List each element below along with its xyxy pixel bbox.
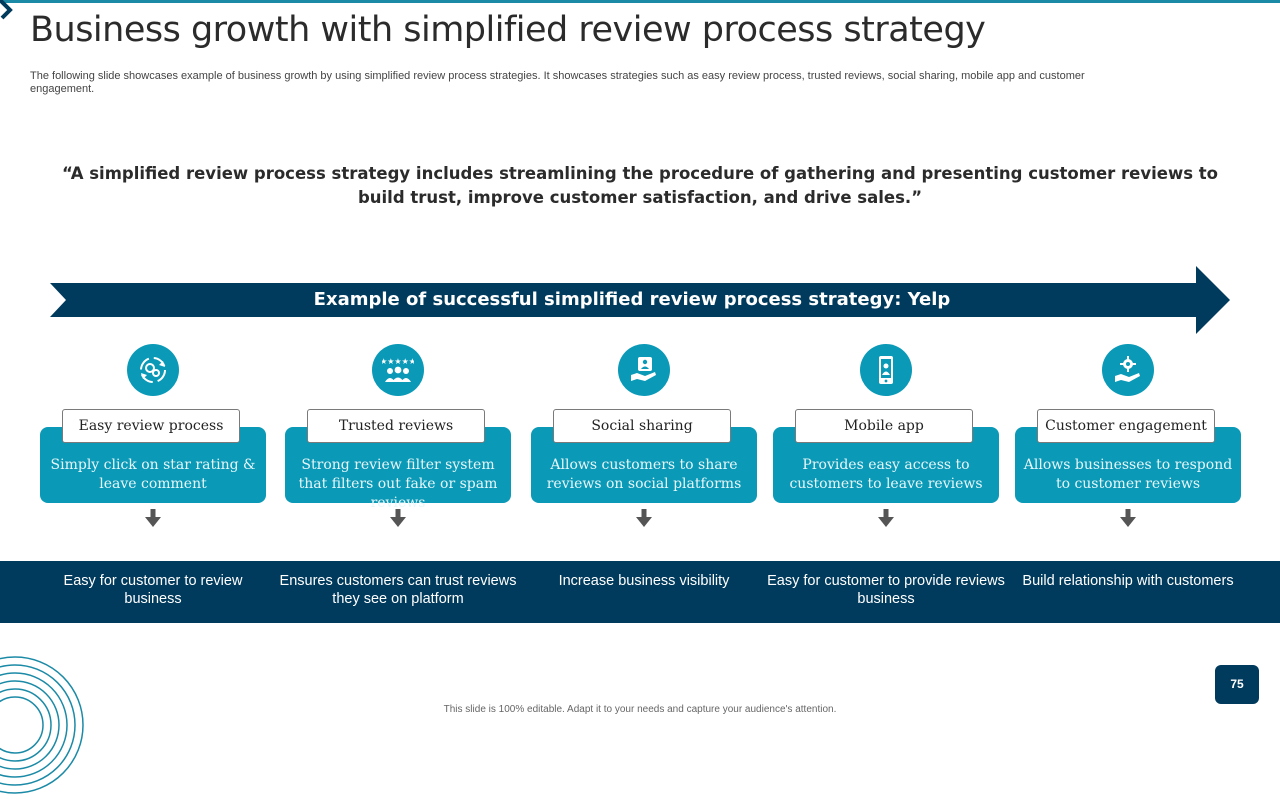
svg-text:★★★★★: ★★★★★ <box>382 357 414 366</box>
strategy-column: Provides easy access to customers to lea… <box>773 344 999 529</box>
page-number: 75 <box>1215 665 1259 704</box>
footer-note: This slide is 100% editable. Adapt it to… <box>443 704 837 715</box>
strategy-label: Trusted reviews <box>307 409 485 443</box>
results-band <box>0 561 1280 623</box>
stars-people-icon: ★★★★★ <box>382 357 414 382</box>
strategy-label: Easy review process <box>62 409 240 443</box>
strategy-icon: ★★★★★ <box>372 344 424 396</box>
strategy-description: Simply click on star rating & leave comm… <box>50 457 256 492</box>
strategy-icon <box>618 344 670 396</box>
down-arrow-icon <box>1120 509 1136 527</box>
banner-arrow <box>50 266 1230 334</box>
strategy-label: Social sharing <box>553 409 731 443</box>
definition-quote: “A simplified review process strategy in… <box>61 164 1218 207</box>
hand-share-icon <box>631 357 656 381</box>
strategy-column: Simply click on star rating & leave comm… <box>40 344 266 529</box>
banner-title: Example of successful simplified review … <box>313 289 951 310</box>
mobile-phone-icon <box>879 356 893 384</box>
strategy-icon <box>1102 344 1154 396</box>
strategy-result: Easy for customer to review business <box>63 573 243 607</box>
corner-decoration <box>0 0 13 20</box>
strategy-icon <box>127 344 179 396</box>
strategy-column: Allows businesses to respond to customer… <box>1015 344 1241 529</box>
strategy-icon <box>860 344 912 396</box>
slide-title: Business growth with simplified review p… <box>30 10 986 50</box>
strategy-result: Easy for customer to provide reviews bus… <box>767 573 1005 607</box>
down-arrow-icon <box>878 509 894 527</box>
strategy-result: Ensures customers can trust reviews they… <box>279 573 517 607</box>
down-arrow-icon <box>390 509 406 527</box>
strategy-result: Build relationship with customers <box>1022 573 1234 589</box>
decorative-rings <box>0 656 84 794</box>
strategy-result: Increase business visibility <box>558 573 730 589</box>
strategy-label: Mobile app <box>795 409 973 443</box>
strategy-description: Provides easy access to customers to lea… <box>789 457 983 492</box>
down-arrow-icon <box>636 509 652 527</box>
slide-subtitle: The following slide showcases example of… <box>30 70 1085 95</box>
strategy-description: Allows customers to share reviews on soc… <box>546 457 742 492</box>
strategy-label: Customer engagement <box>1037 409 1215 443</box>
strategy-column: Allows customers to share reviews on soc… <box>531 344 757 529</box>
strategy-column: ★★★★★ Strong review filter system that f… <box>285 344 511 529</box>
down-arrow-icon <box>145 509 161 527</box>
gears-cycle-icon <box>140 357 166 383</box>
strategy-description: Strong review filter system that filters… <box>298 457 498 511</box>
top-accent-line <box>0 0 1280 3</box>
hand-gear-icon <box>1115 356 1140 382</box>
strategy-description: Allows businesses to respond to customer… <box>1023 457 1233 492</box>
